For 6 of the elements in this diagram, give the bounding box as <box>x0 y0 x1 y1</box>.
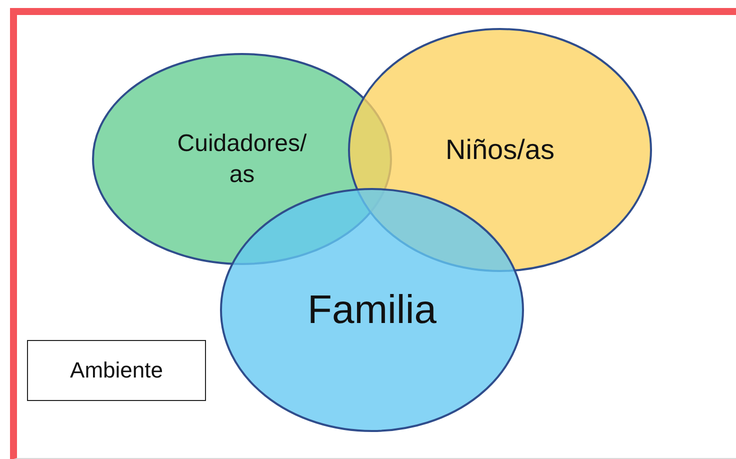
venn-label: Familia <box>306 287 438 334</box>
venn-label: Cuidadores/ as <box>176 128 308 190</box>
label-text: Ambiente <box>69 356 164 384</box>
label-box <box>27 340 206 401</box>
frame-border <box>10 8 736 459</box>
venn-label: Niños/as <box>444 132 556 167</box>
